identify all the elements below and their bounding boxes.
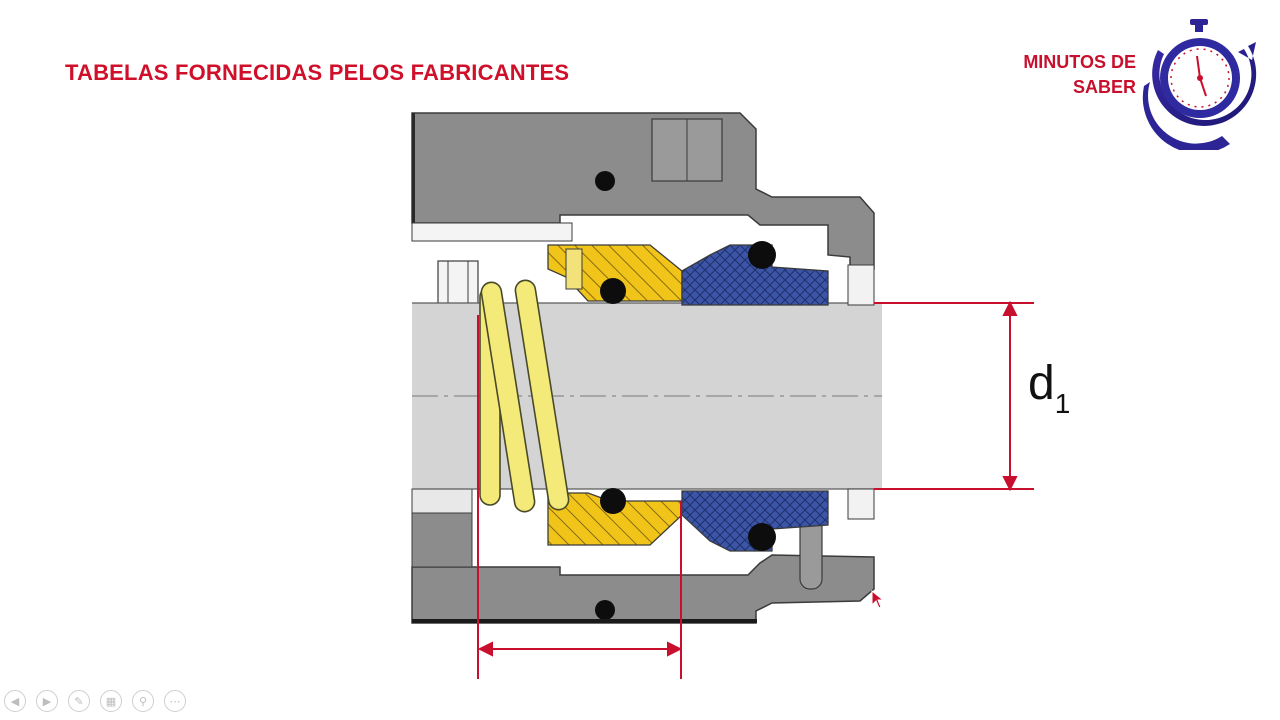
stopwatch-logo-icon: [1142, 19, 1257, 150]
dimension-subscript: 1: [1054, 388, 1071, 419]
stationary-seat: [681, 241, 829, 552]
previous-icon[interactable]: ◀: [4, 690, 26, 712]
lower-housing: [411, 488, 875, 624]
spring-retainer: [437, 260, 479, 306]
more-icon[interactable]: ⋯: [164, 690, 186, 712]
spring: [479, 279, 570, 513]
slides-icon[interactable]: ▦: [100, 690, 122, 712]
mechanical-seal-diagram: [411, 112, 1034, 679]
dimension-symbol: d: [1028, 357, 1055, 410]
brand-name: MINUTOS DE SABER: [960, 50, 1136, 100]
slideshow-toolbar: ◀ ▶ ✎ ▦ ⚲ ⋯: [4, 690, 186, 712]
brand-line-2: SABER: [1072, 77, 1136, 97]
rotating-seal-ring: [547, 244, 683, 546]
dimension-label-d1: d1: [1028, 358, 1070, 430]
brand-line-1: MINUTOS DE: [1023, 52, 1136, 72]
upper-housing: [411, 112, 875, 270]
dimension-lines: [477, 300, 1034, 679]
mouse-cursor-icon: [871, 590, 885, 609]
slide-title: TABELAS FORNECIDAS PELOS FABRICANTES: [65, 60, 570, 85]
zoom-icon[interactable]: ⚲: [132, 690, 154, 712]
next-icon[interactable]: ▶: [36, 690, 58, 712]
pen-icon[interactable]: ✎: [68, 690, 90, 712]
